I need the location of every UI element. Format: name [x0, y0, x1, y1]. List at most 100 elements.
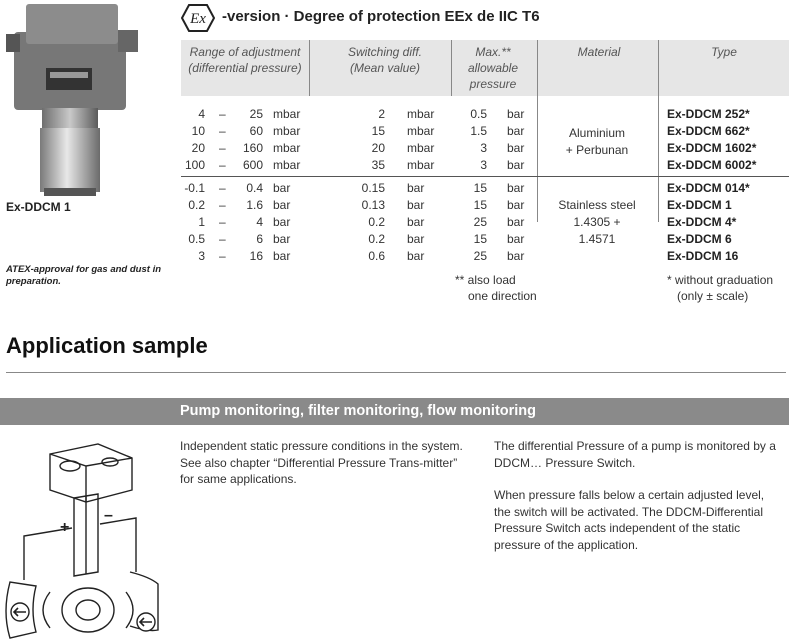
table-cell-dash: – [219, 141, 226, 155]
table-cell-sw: 35 [371, 158, 385, 172]
column-divider [658, 40, 659, 222]
table-cell-to: 6 [256, 232, 263, 246]
flow-arrow-left-icon [10, 602, 30, 622]
table-cell-unit: bar [273, 249, 291, 263]
header-type: Type [711, 45, 737, 59]
table-cell-dash: – [219, 232, 226, 246]
paragraph: See also chapter “Differential Pressure … [180, 455, 458, 487]
table-cell-max-unit: bar [507, 181, 525, 195]
table-cell-dash: – [219, 249, 226, 263]
type-cell: Ex-DDCM 014* [667, 181, 750, 195]
table-cell-max: 3 [480, 158, 487, 172]
table-cell-max: 0.5 [470, 107, 487, 121]
table-cell-sw-unit: mbar [407, 107, 435, 121]
group-divider [181, 176, 789, 177]
table-cell-max: 25 [473, 249, 487, 263]
table-cell-max-unit: bar [507, 232, 525, 246]
type-cell: Ex-DDCM 16 [667, 249, 739, 263]
type-cell: Ex-DDCM 4* [667, 215, 737, 229]
table-cell-from: 10 [191, 124, 205, 138]
column-divider [309, 40, 310, 96]
table-cell-to: 25 [249, 107, 263, 121]
table-cell-from: 0.2 [188, 198, 205, 212]
table-cell-from: -0.1 [184, 181, 205, 195]
table-cell-to: 4 [256, 215, 263, 229]
table-cell-max-unit: bar [507, 249, 525, 263]
table-cell-from: 100 [184, 158, 205, 172]
paragraph: When pressure falls below a certain adju… [494, 488, 765, 552]
type-cell: Ex-DDCM 252* [667, 107, 750, 121]
table-cell-max: 25 [473, 215, 487, 229]
section-banner [0, 398, 789, 425]
table-cell-from: 0.5 [188, 232, 205, 246]
table-cell-dash: – [219, 181, 226, 195]
table-cell-sw: 2 [378, 107, 385, 121]
table-cell-sw-unit: mbar [407, 141, 435, 155]
table-cell-dash: – [219, 124, 226, 138]
page-title: -version · Degree of protection EEx de I… [222, 8, 540, 25]
table-cell-sw: 0.15 [361, 181, 385, 195]
table-cell-max: 15 [473, 181, 487, 195]
table-cell-sw: 0.6 [368, 249, 385, 263]
table-cell-max-unit: bar [507, 198, 525, 212]
atex-note: ATEX-approval for gas and dust in prepar… [6, 264, 162, 287]
table-cell-to: 60 [249, 124, 263, 138]
ex-logo-text: Ex [189, 11, 206, 27]
material-aluminium: Aluminium+ Perbunan [565, 126, 629, 157]
header-range: Range of adjustment(differential pressur… [188, 45, 302, 75]
table-cell-max: 3 [480, 141, 487, 155]
type-cell: Ex-DDCM 6002* [667, 158, 757, 172]
type-cell: Ex-DDCM 6 [667, 232, 732, 246]
table-cell-to: 16 [249, 249, 263, 263]
table-cell-to: 160 [242, 141, 263, 155]
table-cell-max: 15 [473, 198, 487, 212]
paragraph: The differential Pressure of a pump is m… [494, 439, 776, 470]
table-cell-sw-unit: bar [407, 232, 425, 246]
table-cell-unit: mbar [273, 141, 301, 155]
table-cell-to: 600 [242, 158, 263, 172]
table-cell-unit: bar [273, 215, 291, 229]
table-cell-from: 4 [198, 107, 205, 121]
table-cell-sw-unit: bar [407, 215, 425, 229]
table-cell-to: 0.4 [246, 181, 263, 195]
table-cell-unit: bar [273, 198, 291, 212]
table-cell-max-unit: bar [507, 215, 525, 229]
table-cell-dash: – [219, 158, 226, 172]
table-cell-unit: mbar [273, 107, 301, 121]
type-cell: Ex-DDCM 1602* [667, 141, 757, 155]
table-cell-unit: mbar [273, 158, 301, 172]
application-text-column-1: Independent static pressure conditions i… [180, 438, 470, 504]
table-cell-from: 3 [198, 249, 205, 263]
minus-label: – [104, 507, 113, 524]
paragraph: Independent static pressure conditions i… [180, 439, 463, 453]
footnote-load: ** also load one direction [455, 273, 537, 303]
table-cell-sw-unit: mbar [407, 124, 435, 138]
table-cell-dash: – [219, 107, 226, 121]
table-cell-dash: – [219, 198, 226, 212]
table-header [181, 40, 789, 96]
header-switching: Switching diff.(Mean value) [347, 45, 423, 75]
header-material: Material [577, 45, 621, 59]
table-cell-sw-unit: bar [407, 198, 425, 212]
table-cell-dash: – [219, 215, 226, 229]
footnote-graduation: * without graduation (only ± scale) [667, 273, 774, 303]
section-divider [6, 372, 786, 373]
table-cell-sw: 0.13 [361, 198, 385, 212]
table-cell-sw: 15 [371, 124, 385, 138]
table-cell-unit: bar [273, 232, 291, 246]
table-cell-from: 1 [198, 215, 205, 229]
table-cell-sw-unit: bar [407, 249, 425, 263]
table-cell-sw: 0.2 [368, 232, 385, 246]
table-cell-unit: bar [273, 181, 291, 195]
application-text-column-2: The differential Pressure of a pump is m… [494, 438, 784, 569]
flow-arrow-right-icon [136, 612, 156, 632]
product-caption: Ex-DDCM 1 [6, 200, 71, 214]
table-cell-sw: 0.2 [368, 215, 385, 229]
table-cell-to: 1.6 [246, 198, 263, 212]
table-cell-sw: 20 [371, 141, 385, 155]
table-cell-max-unit: bar [507, 107, 525, 121]
table-cell-unit: mbar [273, 124, 301, 138]
plus-label: + [60, 519, 69, 536]
